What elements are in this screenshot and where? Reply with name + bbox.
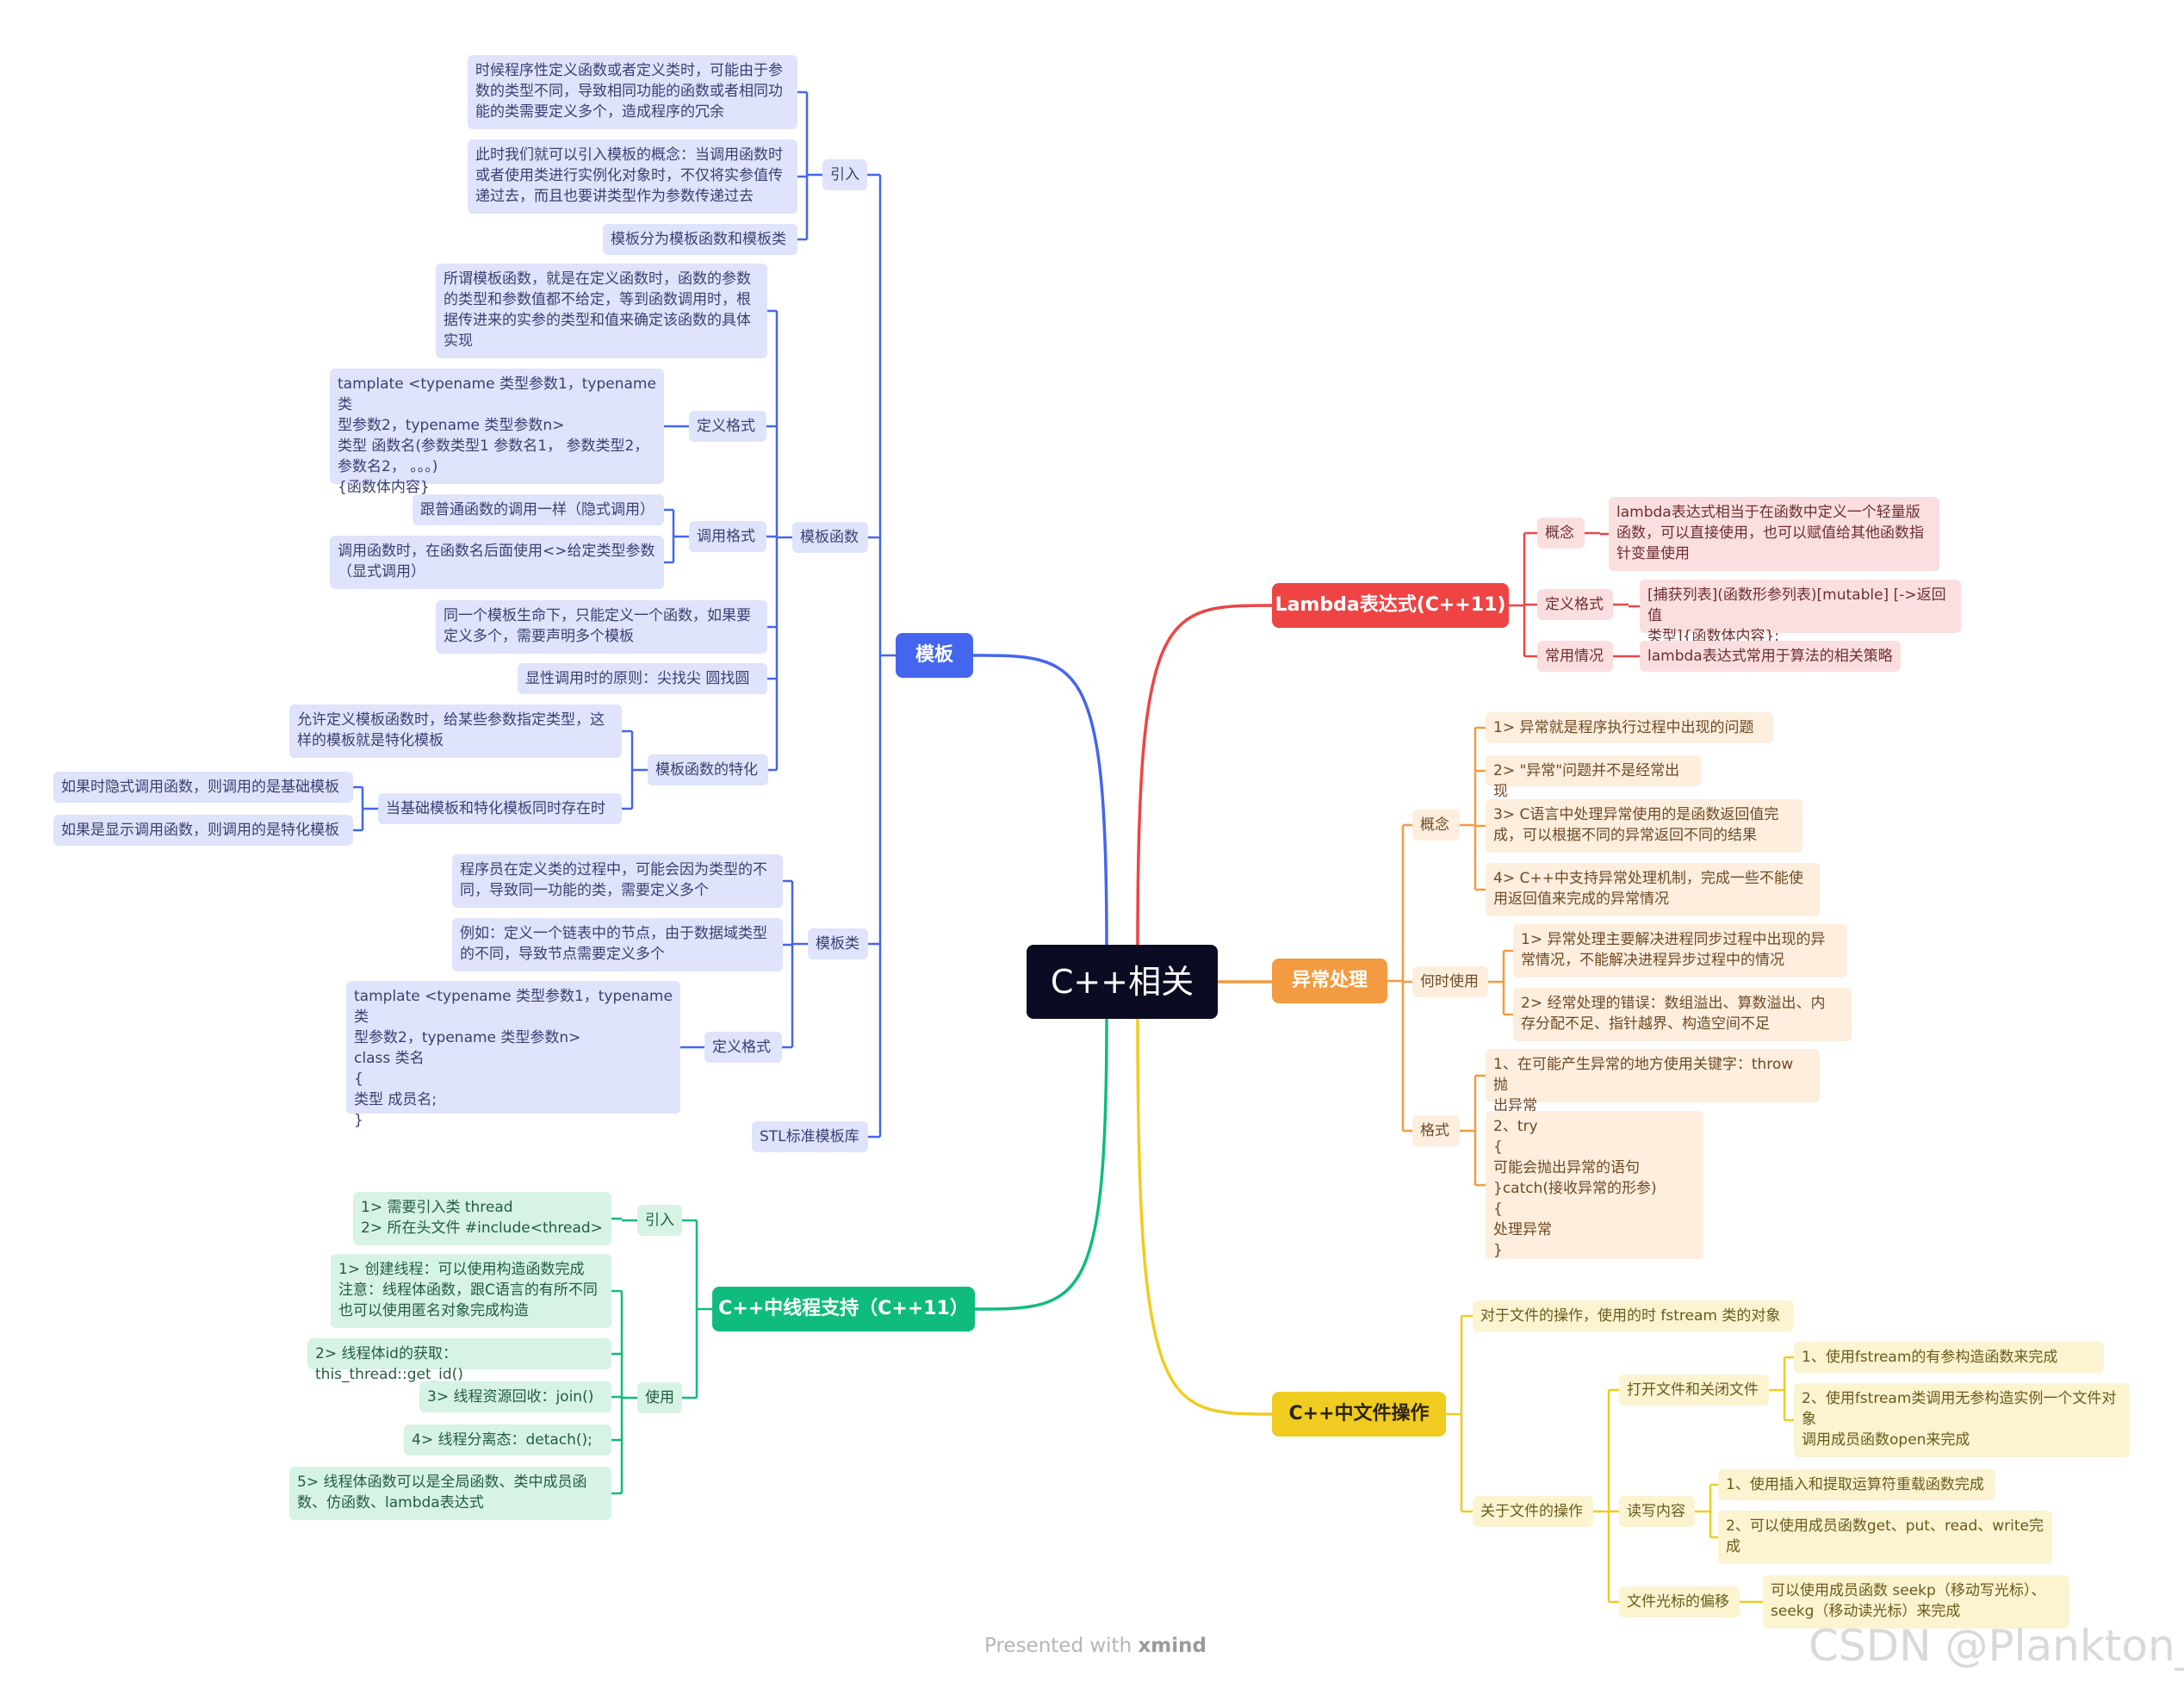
branch-lambda[interactable]: Lambda表达式(C++11)	[1272, 583, 1509, 628]
file-read-write[interactable]: 读写内容	[1619, 1496, 1695, 1527]
template-intro[interactable]: 引入	[822, 159, 867, 190]
thread-intro-text[interactable]: 1> 需要引入类 thread 2> 所在头文件 #include<thread…	[353, 1192, 611, 1245]
thread-intro[interactable]: 引入	[637, 1205, 682, 1236]
file-seek[interactable]: 文件光标的偏移	[1619, 1586, 1740, 1617]
exception-when[interactable]: 何时使用	[1412, 966, 1488, 997]
template-class[interactable]: 模板类	[808, 928, 868, 959]
csdn-watermark: CSDN @Plankton_Li	[1809, 1621, 2184, 1671]
thread-use[interactable]: 使用	[637, 1382, 682, 1413]
template-func-call-item-1[interactable]: 跟普通函数的调用一样（隐式调用）	[413, 494, 664, 525]
branch-file[interactable]: C++中文件操作	[1272, 1392, 1446, 1437]
lambda-format-text[interactable]: [捕获列表](函数形参列表)[mutable] [->返回值 类型]{函数体内容…	[1640, 580, 1961, 645]
exception-format-item-1[interactable]: 1、在可能产生异常的地方使用关键字：throw 抛 出异常	[1486, 1049, 1820, 1114]
template-intro-item-1[interactable]: 时候程序性定义函数或者定义类时，可能由于参 数的类型不同，导致相同功能的函数或者…	[468, 55, 797, 129]
branch-thread[interactable]: C++中线程支持（C++11）	[712, 1287, 975, 1331]
exception-concept-item-4[interactable]: 4> C++中支持异常处理机制，完成一些不能使 用返回值来完成的异常情况	[1486, 863, 1820, 916]
connector	[1136, 1018, 1273, 1416]
file-read-write-item-2[interactable]: 2、可以使用成员函数get、put、read、write完 成	[1718, 1511, 2052, 1564]
thread-use-item-1[interactable]: 1> 创建线程：可以使用构造函数完成 注意：线程体函数，跟C语言的有所不同 也可…	[331, 1254, 611, 1328]
exception-when-item-1[interactable]: 1> 异常处理主要解决进程同步过程中出现的异 常情况，不能解决进程异步过程中的情…	[1513, 924, 1847, 978]
connector	[972, 654, 1108, 946]
exception-concept-item-2[interactable]: 2> "异常"问题并不是经常出现	[1486, 755, 1701, 800]
template-func-call-item-2[interactable]: 调用函数时，在函数名后面使用<>给定类型参数 （显式调用）	[330, 536, 664, 589]
connector	[1136, 604, 1273, 946]
lambda-concept-text[interactable]: lambda表达式相当于在函数中定义一个轻量版 函数，可以直接使用，也可以赋值给…	[1609, 497, 1939, 571]
branch-template[interactable]: 模板	[896, 633, 973, 678]
template-func-format-code[interactable]: tamplate <typename 类型参数1，typename 类 型参数2…	[330, 369, 664, 496]
file-read-write-item-1[interactable]: 1、使用插入和提取运算符重载函数完成	[1718, 1469, 1995, 1500]
lambda-usage-text[interactable]: lambda表达式常用于算法的相关策略	[1640, 641, 1901, 672]
template-class-format-code[interactable]: tamplate <typename 类型参数1，typename 类 型参数2…	[346, 981, 680, 1129]
exception-concept[interactable]: 概念	[1412, 810, 1460, 841]
presented-with-footer: Presented with xmind	[984, 1635, 1207, 1657]
exception-format[interactable]: 格式	[1412, 1115, 1460, 1146]
thread-use-item-5[interactable]: 5> 线程体函数可以是全局函数、类中成员函 数、仿函数、lambda表达式	[289, 1467, 611, 1520]
file-seek-text[interactable]: 可以使用成员函数 seekp（移动写光标）、 seekg（移动读光标）来完成	[1763, 1575, 2069, 1629]
lambda-concept[interactable]: 概念	[1537, 518, 1585, 549]
xmind-brand: xmind	[1138, 1635, 1207, 1657]
thread-use-item-2[interactable]: 2> 线程体id的获取：this_thread::get_id()	[307, 1338, 611, 1383]
template-func-special[interactable]: 模板函数的特化	[648, 754, 768, 785]
template-func-special-desc[interactable]: 允许定义模板函数时，给某些参数指定类型，这 样的模板就是特化模板	[289, 704, 622, 758]
thread-use-item-4[interactable]: 4> 线程分离态：detach();	[404, 1424, 611, 1455]
template-class-item-1[interactable]: 程序员在定义类的过程中，可能会因为类型的不 同，导致同一功能的类，需要定义多个	[452, 854, 783, 908]
branch-exception[interactable]: 异常处理	[1272, 959, 1387, 1003]
file-open-close[interactable]: 打开文件和关闭文件	[1619, 1375, 1769, 1406]
template-func-call[interactable]: 调用格式	[689, 521, 766, 552]
exception-concept-item-1[interactable]: 1> 异常就是程序执行过程中出现的问题	[1486, 712, 1773, 743]
footer-prefix: Presented with	[984, 1635, 1132, 1657]
file-open-close-item-1[interactable]: 1、使用fstream的有参构造函数来完成	[1794, 1342, 2104, 1373]
template-intro-item-3[interactable]: 模板分为模板函数和模板类	[603, 224, 797, 255]
lambda-usage[interactable]: 常用情况	[1537, 641, 1613, 672]
template-stl[interactable]: STL标准模板库	[752, 1121, 868, 1152]
exception-when-item-2[interactable]: 2> 经常处理的错误：数组溢出、算数溢出、内 存分配不足、指针越界、构造空间不足	[1513, 988, 1852, 1041]
file-ops[interactable]: 关于文件的操作	[1473, 1496, 1593, 1527]
template-func-format[interactable]: 定义格式	[689, 411, 766, 442]
template-func-special-coexist-item-2[interactable]: 如果是显示调用函数，则调用的是特化模板	[53, 815, 353, 846]
template-func-special-coexist[interactable]: 当基础模板和特化模板同时存在时	[378, 793, 622, 824]
connector	[974, 1018, 1108, 1311]
template-func-special-coexist-item-1[interactable]: 如果时隐式调用函数，则调用的是基础模板	[53, 772, 353, 803]
exception-concept-item-3[interactable]: 3> C语言中处理异常使用的是函数返回值完 成，可以根据不同的异常返回不同的结果	[1486, 799, 1802, 853]
template-func-note-1[interactable]: 同一个模板生命下，只能定义一个函数，如果要 定义多个，需要声明多个模板	[436, 600, 767, 654]
root-topic[interactable]: C++相关	[1027, 945, 1218, 1019]
template-class-item-2[interactable]: 例如：定义一个链表中的节点，由于数据域类型 的不同，导致节点需要定义多个	[452, 918, 783, 971]
lambda-format[interactable]: 定义格式	[1537, 589, 1613, 620]
template-intro-item-2[interactable]: 此时我们就可以引入模板的概念：当调用函数时 或者使用类进行实例化对象时，不仅将实…	[468, 140, 797, 214]
template-func-note-2[interactable]: 显性调用时的原则：尖找尖 圆找圆	[518, 663, 767, 694]
template-func-desc[interactable]: 所谓模板函数，就是在定义函数时，函数的参数 的类型和参数值都不给定，等到函数调用…	[436, 264, 767, 358]
thread-use-item-3[interactable]: 3> 线程资源回收：join()	[419, 1381, 611, 1412]
exception-format-item-2[interactable]: 2、try { 可能会抛出异常的语句 }catch(接收异常的形参) { 处理异…	[1486, 1111, 1703, 1259]
template-func[interactable]: 模板函数	[792, 522, 868, 553]
template-class-format[interactable]: 定义格式	[704, 1032, 782, 1063]
file-open-close-item-2[interactable]: 2、使用fstream类调用无参构造实例一个文件对 象 调用成员函数open来完…	[1794, 1383, 2130, 1457]
file-object[interactable]: 对于文件的操作，使用的时 fstream 类的对象	[1473, 1300, 1794, 1331]
